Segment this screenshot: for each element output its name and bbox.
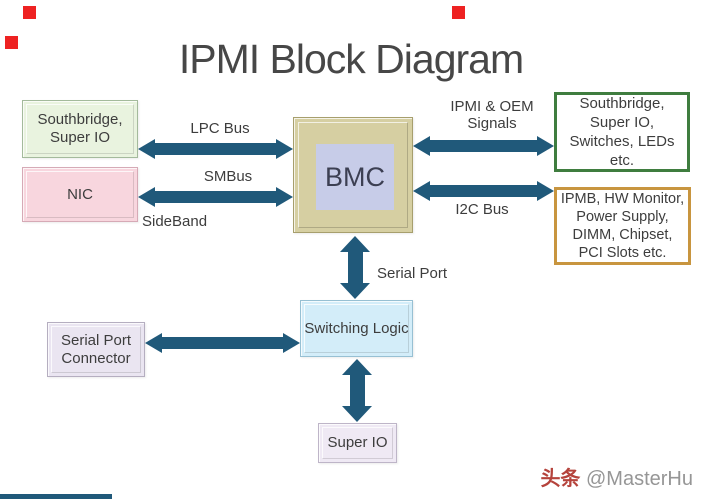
block-label-line: etc. xyxy=(609,152,635,169)
block-bmc: BMC xyxy=(293,117,413,233)
block-label-line: IPMB, HW Monitor, xyxy=(560,191,685,207)
arrow-smbus xyxy=(138,187,293,207)
watermark-handle: @MasterHu xyxy=(586,468,693,490)
arrowhead-left-icon xyxy=(138,187,155,207)
block-label-line: PCI Slots etc. xyxy=(578,245,667,261)
arrowhead-up-icon xyxy=(340,236,370,252)
block-serial-port-connector: Serial Port Connector xyxy=(47,322,145,377)
arrowhead-down-icon xyxy=(342,406,372,422)
block-label-line: Southbridge, xyxy=(37,111,123,128)
block-southbridge-superio: Southbridge, Super IO xyxy=(22,100,138,158)
arrow-shaft xyxy=(155,143,276,155)
arrowhead-right-icon xyxy=(276,139,293,159)
block-label: BMC xyxy=(325,162,385,192)
block-label-line: Switches, LEDs xyxy=(569,133,675,150)
arrowhead-right-icon xyxy=(537,136,554,156)
arrow-switching-superio xyxy=(342,359,372,422)
label-line: IPMI & OEM xyxy=(450,98,534,115)
page-title: IPMI Block Diagram xyxy=(178,36,524,82)
arrowhead-left-icon xyxy=(413,136,430,156)
block-peripherals-tan: IPMB, HW Monitor, Power Supply, DIMM, Ch… xyxy=(554,187,691,265)
arrowhead-right-icon xyxy=(537,181,554,201)
arrow-shaft xyxy=(430,140,537,152)
arrow-ipmi-oem-signals xyxy=(413,136,554,156)
arrow-lpc-bus xyxy=(138,139,293,159)
label-sideband: SideBand xyxy=(142,213,208,230)
block-label-line: Southbridge, xyxy=(579,95,665,112)
arrow-i2c-bus xyxy=(413,181,554,201)
arrow-serial-port xyxy=(340,236,370,299)
block-label-line: DIMM, Chipset, xyxy=(572,227,673,243)
arrowhead-up-icon xyxy=(342,359,372,375)
label-i2c-bus: I2C Bus xyxy=(455,201,509,218)
block-label-line: Power Supply, xyxy=(576,209,669,225)
block-label: NIC xyxy=(67,185,93,203)
block-label: Super IO xyxy=(327,434,388,451)
watermark: 头条 @MasterHu xyxy=(540,462,693,491)
red-marker-square xyxy=(5,36,18,49)
arrow-shaft xyxy=(155,191,276,203)
label-line: Signals xyxy=(467,115,517,132)
label-ipmi-oem-signals: IPMI & OEM Signals xyxy=(427,98,557,132)
block-label-line: Super IO xyxy=(49,129,111,146)
arrow-shaft xyxy=(349,375,365,406)
block-label-line: Serial Port xyxy=(60,331,132,349)
watermark-brand: 头条 xyxy=(540,468,581,490)
block-peripherals-green: Southbridge, Super IO, Switches, LEDs et… xyxy=(554,92,690,172)
block-super-io: Super IO xyxy=(318,423,397,463)
arrowhead-left-icon xyxy=(413,181,430,201)
arrowhead-left-icon xyxy=(145,333,162,353)
block-label: Switching Logic xyxy=(304,319,409,337)
block-switching-logic: Switching Logic xyxy=(300,300,413,357)
arrow-serial-connector xyxy=(145,333,300,353)
arrow-shaft xyxy=(347,252,363,283)
label-serial-port: Serial Port xyxy=(377,265,448,282)
arrowhead-right-icon xyxy=(283,333,300,353)
block-label-line: Connector xyxy=(61,349,131,367)
arrow-shaft xyxy=(430,185,537,197)
bmc-inner-chip: BMC xyxy=(316,144,394,210)
arrowhead-right-icon xyxy=(276,187,293,207)
block-nic: NIC xyxy=(22,167,138,222)
arrow-shaft xyxy=(162,337,283,349)
label-smbus: SMBus xyxy=(203,168,253,185)
label-lpc-bus: LPC Bus xyxy=(190,120,250,137)
red-marker-square xyxy=(23,6,36,19)
block-label-line: Super IO, xyxy=(589,114,655,131)
red-marker-square xyxy=(452,6,465,19)
arrowhead-down-icon xyxy=(340,283,370,299)
arrowhead-left-icon xyxy=(138,139,155,159)
teal-edge-strip xyxy=(0,494,112,499)
